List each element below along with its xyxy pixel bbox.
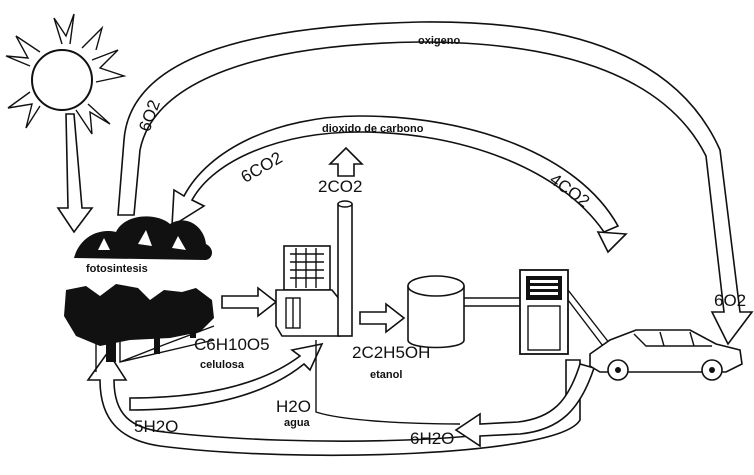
formula-water-5: 5H2O <box>134 417 178 436</box>
formula-ethanol: 2C2H5OH <box>352 343 430 362</box>
label-dioxido-de-carbono: dioxido de carbono <box>322 123 424 135</box>
cellulose-arrow <box>221 286 278 318</box>
oxygen-arrow <box>117 21 754 346</box>
fuel-pump-icon <box>519 269 611 355</box>
co2-return-arrow <box>171 115 620 233</box>
label-fotosintesis: fotosintesis <box>86 263 148 275</box>
label-agua: agua <box>284 417 311 429</box>
formula-o2-right: 6O2 <box>714 291 746 310</box>
forest-icon <box>64 284 215 372</box>
label-celulosa: celulosa <box>200 359 245 371</box>
water-from-car-arrow <box>454 363 596 448</box>
label-oxigeno: oxigeno <box>418 35 460 47</box>
label-etanol: etanol <box>370 369 402 381</box>
co2-chimney-arrow <box>328 146 364 177</box>
formula-cellulose: C6H10O5 <box>194 335 270 354</box>
formula-water-1: H2O <box>276 397 311 416</box>
sunlight-arrow <box>56 113 94 234</box>
factory-down-line <box>315 340 461 425</box>
factory-icon <box>275 200 353 337</box>
co2-to-pump-arrow <box>596 231 628 254</box>
ethanol-arrow <box>359 302 406 334</box>
car-icon <box>589 329 743 381</box>
tree-canopy-icon <box>74 216 212 260</box>
formula-water-6: 6H2O <box>410 429 454 448</box>
sun-icon <box>5 13 127 135</box>
formula-co2-2: 2CO2 <box>318 177 362 196</box>
water-return-arrow <box>86 350 581 457</box>
ethanol-tank-icon <box>407 275 524 349</box>
